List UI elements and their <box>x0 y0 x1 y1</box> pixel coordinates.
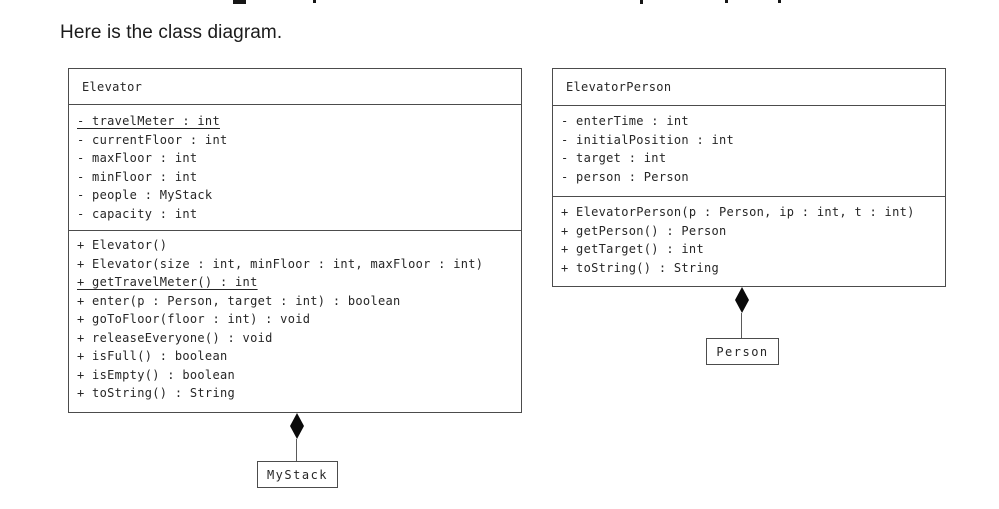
cropped-text-fragment <box>778 0 781 3</box>
member-row: + Elevator() <box>77 238 168 252</box>
page-heading: Here is the class diagram. <box>60 22 283 43</box>
class-box-person: Person <box>706 338 779 365</box>
member-row: + isFull() : boolean <box>77 349 228 363</box>
class-box-mystack: MyStack <box>257 461 338 488</box>
cropped-text-fragment <box>725 0 728 3</box>
class-box-elevatorperson: ElevatorPerson - enterTime : int - initia… <box>552 68 946 287</box>
member-row: - initialPosition : int <box>561 132 735 147</box>
member-row: + toString() : String <box>77 386 236 400</box>
composition-diamond-icon <box>735 287 749 313</box>
member-row: - person : Person <box>561 169 689 184</box>
member-row: + ElevatorPerson(p : Person, ip : int, t… <box>561 205 915 219</box>
composition-connector-mystack <box>296 439 297 461</box>
cropped-text-fragment <box>313 0 316 3</box>
class-box-elevator: Elevator - travelMeter : int - currentFlo… <box>68 68 522 413</box>
member-row: - maxFloor : int <box>77 151 198 165</box>
class-name-elevatorperson: ElevatorPerson <box>566 80 672 94</box>
cropped-text-fragment <box>233 0 246 4</box>
composition-connector-person <box>741 313 742 338</box>
elevator-methods-section: + Elevator() + Elevator(size : int, minFl… <box>69 230 521 412</box>
member-row: + getTarget() : int <box>561 242 704 256</box>
elevator-attributes-section: - travelMeter : int - currentFloor : int -… <box>69 104 521 230</box>
member-row: + getTravelMeter() : int <box>77 275 258 289</box>
member-row: + Elevator(size : int, minFloor : int, m… <box>77 256 484 271</box>
elevatorperson-methods-section: + ElevatorPerson(p : Person, ip : int, t… <box>553 196 945 286</box>
cropped-text-fragment <box>640 0 643 4</box>
member-row: - currentFloor : int <box>77 132 228 147</box>
class-name-elevator: Elevator <box>82 79 143 94</box>
member-row: - target : int <box>561 151 667 165</box>
member-row: - travelMeter : int <box>77 114 220 128</box>
member-row: - people : MyStack <box>77 188 213 202</box>
member-row: + toString() : String <box>561 260 720 275</box>
member-row: + enter(p : Person, target : int) : bool… <box>77 293 401 308</box>
member-row: + isEmpty() : boolean <box>77 367 236 382</box>
elevatorperson-attributes-section: - enterTime : int - initialPosition : int… <box>553 105 945 196</box>
member-row: + getPerson() : Person <box>561 223 727 238</box>
member-row: - minFloor : int <box>77 169 198 184</box>
member-row: - capacity : int <box>77 206 198 221</box>
composition-diamond-icon <box>290 413 304 439</box>
member-row: - enterTime : int <box>561 114 689 128</box>
member-row: + releaseEveryone() : void <box>77 330 273 345</box>
member-row: + goToFloor(floor : int) : void <box>77 312 311 326</box>
